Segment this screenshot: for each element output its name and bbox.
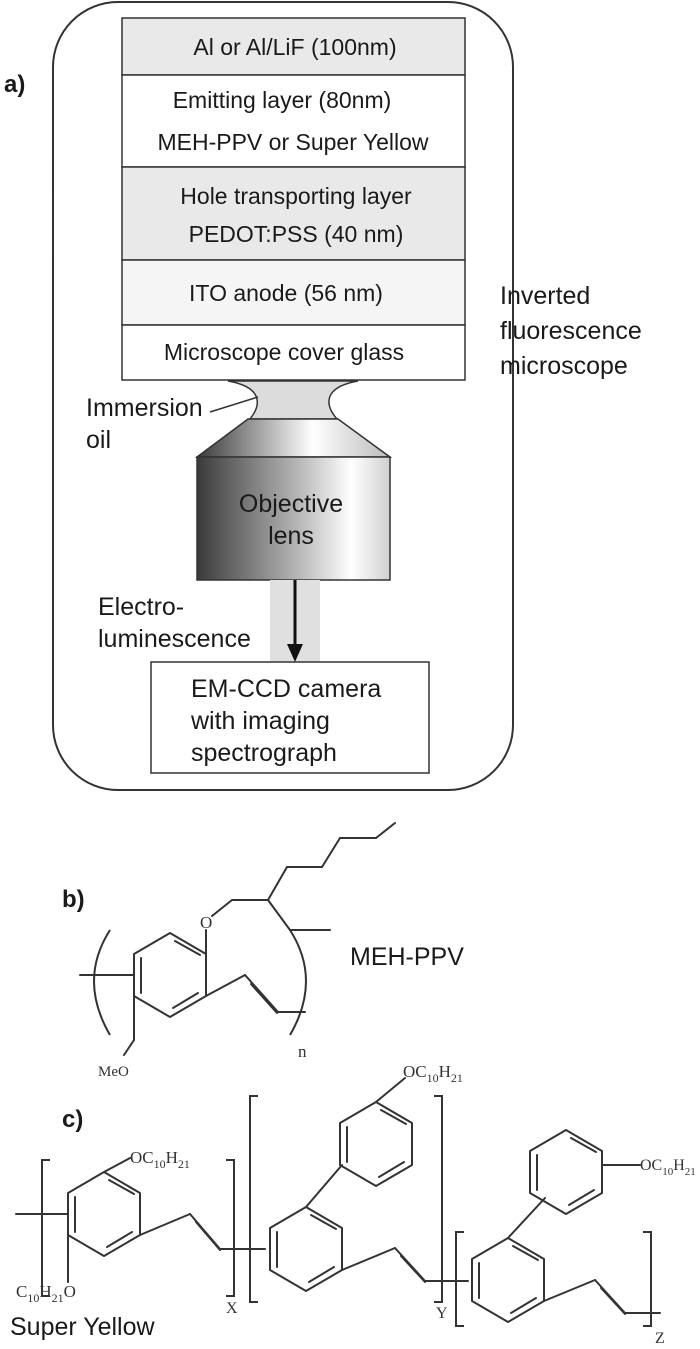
layer-cover-glass [121, 324, 466, 381]
meh-ppv-structure [79, 822, 396, 1056]
camera-box [150, 661, 430, 774]
microscope-label-3: microscope [500, 352, 628, 380]
meh-ppv-methoxy: MeO [98, 1064, 129, 1080]
meh-ppv-name: MEH-PPV [350, 943, 464, 971]
layer-emitting [121, 74, 466, 168]
immersion-oil-label-2: oil [86, 426, 111, 454]
immersion-oil-label-1: Immersion [86, 394, 203, 422]
c10h21o-label-x-bottom: C10H21O [16, 1282, 76, 1305]
layer-cathode-label: Al or Al/LiF (100nm) [193, 34, 396, 60]
oc10h21-label-x-top: OC10H21 [130, 1148, 190, 1171]
repeat-y-label: Y [436, 1305, 448, 1322]
camera-label-2: with imaging [190, 707, 330, 735]
objective-label-1: Objective [239, 490, 343, 518]
repeat-z-label: Z [655, 1330, 665, 1347]
panel-label-a: a) [4, 71, 25, 98]
super-yellow-name: Super Yellow [10, 1313, 156, 1341]
objective-cap [194, 418, 393, 458]
layer-ito [121, 259, 466, 326]
microscope-label-1: Inverted [500, 282, 590, 310]
oc10h21-label-z: OC10H21 [640, 1157, 696, 1178]
microscope-outline [52, 1, 514, 791]
camera-label-1: EM-CCD camera [191, 675, 381, 703]
electroluminescence-label-1: Electro- [98, 593, 184, 621]
immersion-oil-pointer [209, 396, 259, 413]
oc10h21-label-y: OC10H21 [403, 1062, 463, 1085]
objective-label-2: lens [268, 522, 314, 550]
panel-label-b: b) [62, 886, 85, 913]
repeat-x-label: X [226, 1300, 238, 1317]
emission-arrowhead [287, 644, 303, 662]
objective-body [196, 456, 391, 581]
panel-label-c: c) [62, 1106, 83, 1133]
meh-ppv-oxygen: O [200, 913, 212, 932]
camera-label-3: spectrograph [191, 739, 337, 767]
layer-emitting-label-1: Emitting layer (80nm) [173, 87, 392, 113]
layer-cover-glass-label: Microscope cover glass [164, 339, 404, 365]
layer-hole-transport-label-1: Hole transporting layer [180, 183, 412, 209]
layer-emitting-label-2: MEH-PPV or Super Yellow [157, 129, 428, 155]
meh-ppv-repeat-n: n [298, 1042, 307, 1061]
super-yellow-structure [15, 1077, 661, 1327]
microscope-label-2: fluorescence [500, 317, 642, 345]
layer-ito-label: ITO anode (56 nm) [189, 280, 383, 306]
layer-stack: Al or Al/LiF (100nm) Emitting layer (80n… [121, 17, 466, 381]
layer-hole-transport [121, 166, 466, 261]
electroluminescence-label-2: luminescence [98, 625, 251, 653]
layer-hole-transport-label-2: PEDOT:PSS (40 nm) [189, 221, 404, 247]
